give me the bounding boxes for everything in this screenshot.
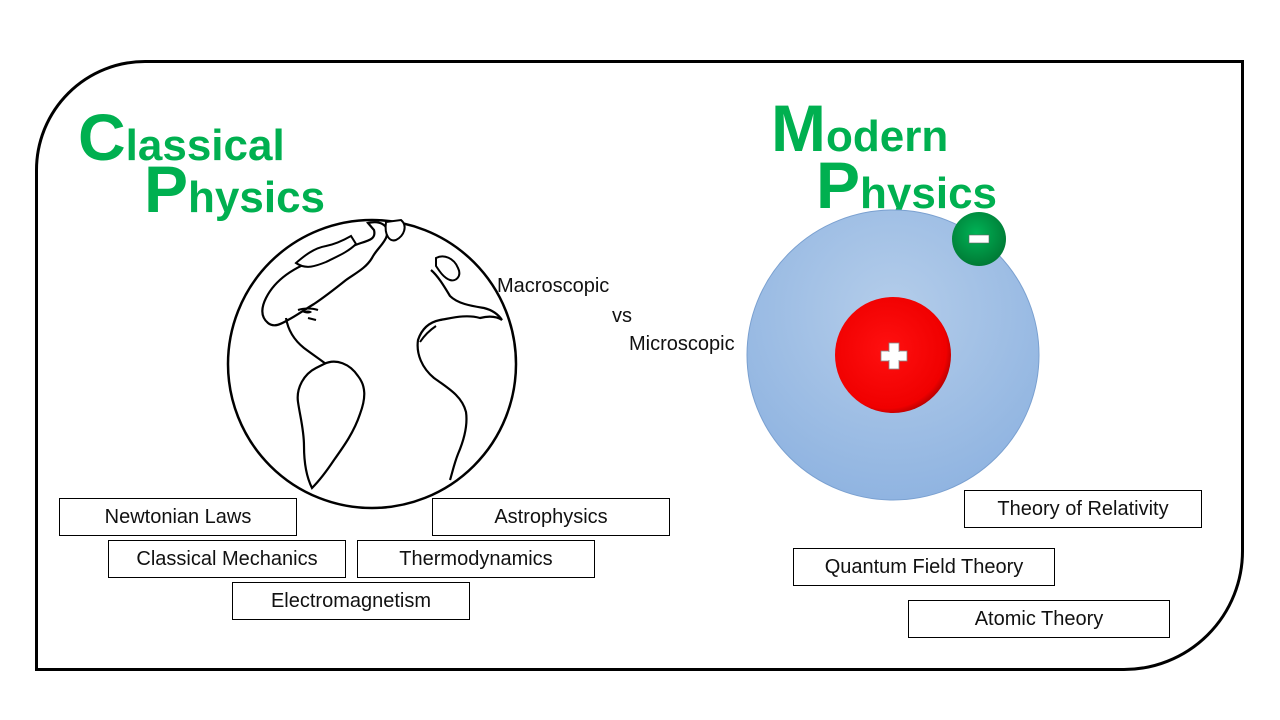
topic-theory-of-relativity: Theory of Relativity [964,490,1202,528]
topic-quantum-field-theory: Quantum Field Theory [793,548,1055,586]
classical-title-rest2: hysics [188,173,326,222]
earth-globe-icon [226,218,518,510]
vs-label: vs [612,305,632,327]
classical-title-capital-c: C [78,100,126,174]
classical-title-capital-p: P [144,152,189,226]
topic-electromagnetism: Electromagnetism [232,582,470,620]
modern-title-rest2: hysics [860,169,998,218]
minus-icon [968,234,990,244]
topic-atomic-theory: Atomic Theory [908,600,1170,638]
microscopic-label: Microscopic [629,333,735,355]
classical-title-rest1: lassical [125,121,285,170]
modern-title-capital-p: P [816,148,861,222]
plus-icon [880,342,908,370]
classical-title-line1: Classical [78,104,285,170]
classical-title-line2: Physics [144,156,325,222]
topic-thermodynamics: Thermodynamics [357,540,595,578]
modern-title-capital-m: M [771,91,826,165]
macroscopic-label: Macroscopic [497,275,610,297]
topic-classical-mechanics: Classical Mechanics [108,540,346,578]
modern-title-line1: Modern [771,95,948,161]
atom-icon [746,209,1040,501]
slide-frame [35,60,1244,671]
modern-title-line2: Physics [816,152,997,218]
modern-title-rest1: odern [825,112,949,161]
topic-newtonian-laws: Newtonian Laws [59,498,297,536]
topic-astrophysics: Astrophysics [432,498,670,536]
